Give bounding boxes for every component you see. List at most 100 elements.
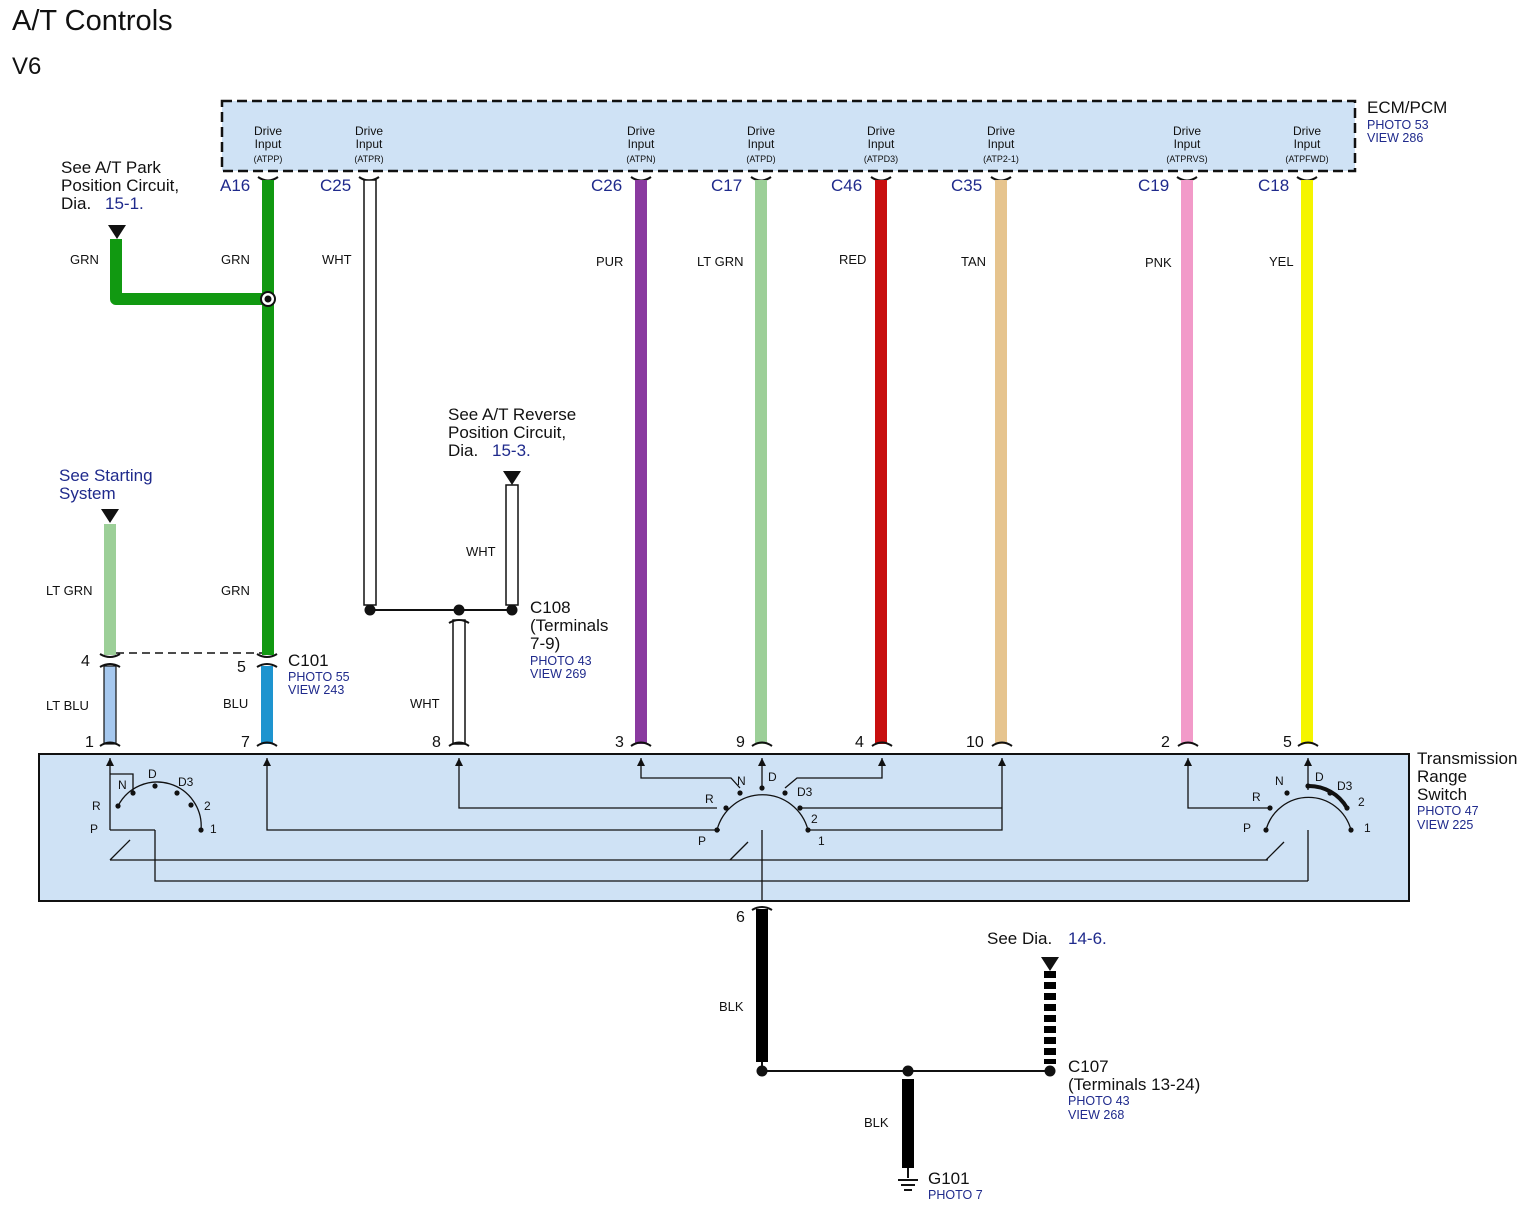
- wire-label-wht-reverse: WHT: [466, 544, 496, 559]
- ecm-pin-3-terminal[interactable]: C17: [711, 176, 742, 195]
- c107-photo-link[interactable]: PHOTO 43: [1068, 1094, 1130, 1108]
- switch-terminal-10-connector[interactable]: [991, 741, 1013, 747]
- wire-blu[interactable]: [261, 666, 273, 744]
- ecm-pin-5-code: (ATP2-1): [983, 154, 1019, 164]
- switch-terminal-2-connector[interactable]: [1177, 741, 1199, 747]
- sw-right-pos-dot-1: [1267, 805, 1273, 811]
- ecm-pin-6-terminal[interactable]: C19: [1138, 176, 1169, 195]
- sw-right-pos-dot-5: [1344, 805, 1350, 811]
- switch-terminal-5-connector[interactable]: [1297, 741, 1319, 747]
- wire-blk-switch[interactable]: [756, 909, 768, 1062]
- c101-connector-left[interactable]: [99, 653, 121, 668]
- wire-pnk-c19[interactable]: [1181, 180, 1193, 744]
- starting-ref-line1[interactable]: See Starting: [59, 466, 153, 485]
- ecm-pin-0-connector[interactable]: [257, 176, 279, 182]
- ecm-pin-5-connector[interactable]: [990, 176, 1012, 182]
- sw-mid-label-r: R: [705, 792, 714, 806]
- dia14-ref-arrow-icon: [1041, 957, 1059, 971]
- ecm-pin-4-connector[interactable]: [870, 176, 892, 182]
- starting-ref-line2[interactable]: System: [59, 484, 116, 503]
- ecm-pin-4-label2: Input: [868, 137, 895, 151]
- switch-terminal-6-connector[interactable]: [751, 906, 773, 911]
- switch-terminal-3: 3: [615, 734, 624, 751]
- g101-photo-link[interactable]: PHOTO 7: [928, 1188, 983, 1202]
- ecm-pin-7-terminal[interactable]: C18: [1258, 176, 1289, 195]
- ecm-pin-6-connector[interactable]: [1176, 176, 1198, 182]
- ecm-pin-3-connector[interactable]: [750, 176, 772, 182]
- reverse-ref-link[interactable]: 15-3.: [492, 441, 531, 460]
- park-ref-link[interactable]: 15-1.: [105, 194, 144, 213]
- switch-terminal-4: 4: [855, 734, 864, 751]
- wire-label-ltgrn-starting: LT GRN: [46, 583, 92, 598]
- wire-ltgrn-starting[interactable]: [104, 524, 116, 655]
- switch-terminal-4-connector[interactable]: [871, 741, 893, 747]
- wire-grn-park[interactable]: [110, 239, 267, 305]
- ecm-pin-1-label2: Input: [356, 137, 383, 151]
- ecm-pin-0-terminal[interactable]: A16: [220, 176, 250, 195]
- wire-label-blu: BLU: [223, 696, 248, 711]
- ecm-pin-4-terminal[interactable]: C46: [831, 176, 862, 195]
- wire-grn-a16[interactable]: [262, 180, 274, 655]
- wire-tan-c35[interactable]: [995, 180, 1007, 744]
- switch-terminal-7-connector[interactable]: [256, 741, 278, 747]
- ecm-pin-1-code: (ATPR): [354, 154, 383, 164]
- c101-view-link[interactable]: VIEW 243: [288, 683, 344, 697]
- wire-label-grn-a16: GRN: [221, 252, 250, 267]
- c101-connector-right[interactable]: [256, 653, 278, 668]
- sw1-dash-a: [109, 839, 131, 861]
- c108-terminals-line: (Terminals: [530, 616, 608, 635]
- sw-right-pos-dot-2: [1284, 790, 1290, 796]
- dia14-ref-link[interactable]: 14-6.: [1068, 929, 1107, 948]
- sw1-label-1: 1: [210, 822, 217, 836]
- wire-label-blk-switch: BLK: [719, 999, 744, 1014]
- switch-photo-link[interactable]: PHOTO 47: [1417, 804, 1479, 818]
- sw-bottom-bus: [154, 830, 1308, 882]
- transmission-range-switch-box[interactable]: [38, 753, 1410, 902]
- switch-terminal-8-connector[interactable]: [448, 741, 470, 747]
- ecm-pin-7-label2: Input: [1294, 137, 1321, 151]
- ecm-pin-1-terminal[interactable]: C25: [320, 176, 351, 195]
- sw-mid-label-d3: D3: [797, 785, 813, 799]
- wire-blk-ground[interactable]: [902, 1079, 914, 1168]
- wire-wht-to-switch[interactable]: [452, 619, 466, 745]
- ecm-pin-2-label1: Drive: [627, 124, 655, 138]
- wire-red-c46[interactable]: [875, 180, 887, 744]
- sw4-arrow-icon: [878, 758, 886, 766]
- sw1-pos-dot-3: [174, 790, 180, 796]
- wire-label-grn-park: GRN: [70, 252, 99, 267]
- wire-wht-reverse[interactable]: [505, 484, 519, 606]
- sw-right-label-p: P: [1243, 821, 1251, 835]
- ecm-pcm-photo-link[interactable]: PHOTO 53: [1367, 118, 1429, 132]
- wire-pur-c26[interactable]: [635, 180, 647, 744]
- sw-mid-arc: [716, 794, 809, 831]
- ecm-pin-2-connector[interactable]: [630, 176, 652, 182]
- c101-photo-link[interactable]: PHOTO 55: [288, 670, 350, 684]
- ecm-pin-2-terminal[interactable]: C26: [591, 176, 622, 195]
- c107-view-link[interactable]: VIEW 268: [1068, 1108, 1124, 1122]
- sw-right-label-r: R: [1252, 790, 1261, 804]
- ecm-pin-3-label1: Drive: [747, 124, 775, 138]
- ecm-pin-7-connector[interactable]: [1296, 176, 1318, 182]
- sw1-label-d: D: [148, 767, 157, 781]
- ecm-pcm-box[interactable]: [220, 99, 1357, 173]
- wire-ltblu[interactable]: [103, 665, 117, 745]
- wire-label-c17: LT GRN: [697, 254, 743, 269]
- switch-view-link[interactable]: VIEW 225: [1417, 818, 1473, 832]
- ecm-pin-5-terminal[interactable]: C35: [951, 176, 982, 195]
- wire-wht-c25[interactable]: [363, 179, 377, 606]
- ground-junction-right: [1044, 1065, 1056, 1077]
- wire-yel-c18[interactable]: [1301, 180, 1313, 744]
- switch-terminal-9-connector[interactable]: [751, 741, 773, 747]
- c108-connector-top[interactable]: [448, 619, 470, 624]
- wire-lt_grn-c17[interactable]: [755, 180, 767, 744]
- c108-photo-link[interactable]: PHOTO 43: [530, 654, 592, 668]
- switch-terminal-9: 9: [736, 734, 745, 751]
- c108-view-link[interactable]: VIEW 269: [530, 667, 586, 681]
- switch-label-line3: Switch: [1417, 785, 1467, 804]
- wire-label-c18: YEL: [1269, 254, 1294, 269]
- ecm-pcm-view-link[interactable]: VIEW 286: [1367, 131, 1423, 145]
- sw1-pos-dot-5: [198, 827, 204, 833]
- c107-label: C107: [1068, 1057, 1109, 1076]
- switch-terminal-3-connector[interactable]: [630, 741, 652, 747]
- switch-terminal-1-connector[interactable]: [99, 741, 121, 747]
